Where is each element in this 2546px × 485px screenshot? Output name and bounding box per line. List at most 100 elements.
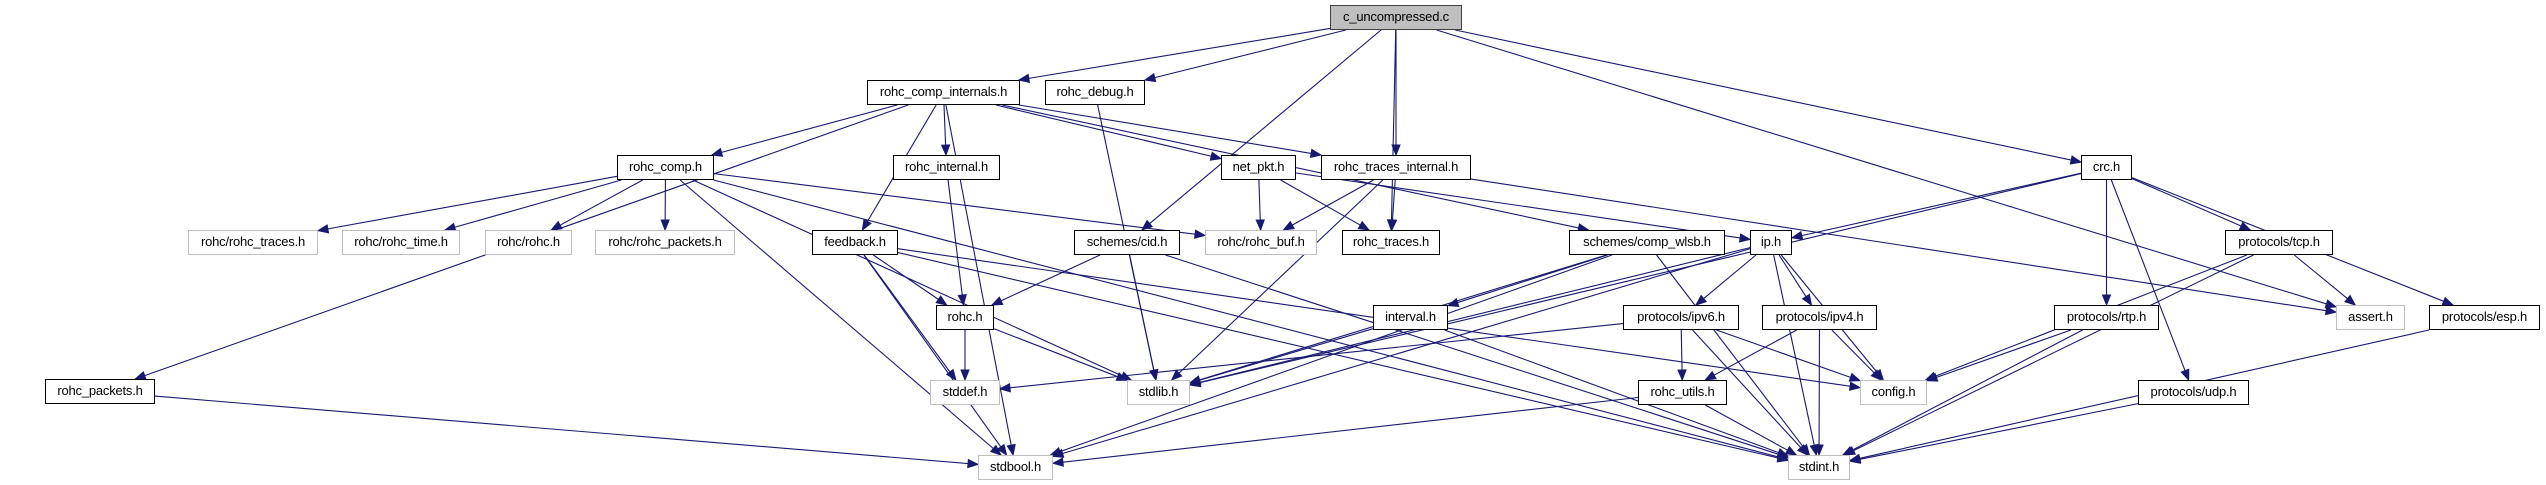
arrowhead-icon [1391,144,1401,157]
edge-rohc-comp-internals-to-rohc-comp [721,104,898,153]
arrowhead-icon [1282,220,1295,231]
arrowhead-icon [1814,444,1824,457]
node-rohc-comp[interactable]: rohc_comp.h [617,155,714,180]
node-schemes-cid[interactable]: schemes/cid.h [1074,230,1180,255]
edge-crc-to-ip [1801,172,2082,237]
edge-rohc-h-to-stdlib [993,328,1118,378]
edge-c-uncompressed-to-assert [1436,29,2327,305]
arrowhead-icon [935,295,948,306]
edge-net-pkt-to-rohc-rohc-buf [1258,179,1261,221]
arrowhead-icon [1255,219,1265,232]
node-schemes-comp-wlsb[interactable]: schemes/comp_wlsb.h [1569,230,1725,255]
edge-protocols-tcp-to-stdint [1853,254,2254,452]
arrowhead-icon [1006,443,1016,457]
arrowhead-icon [316,224,330,234]
edge-c-uncompressed-to-crc [1455,29,2072,161]
edge-schemes-cid-to-rohc-h [1000,254,1101,302]
node-feedback[interactable]: feedback.h [812,230,898,255]
arrowhead-icon [1776,448,1790,457]
arrowhead-icon [1051,457,1064,467]
node-config: config.h [1860,380,1927,405]
arrowhead-icon [1309,148,1323,159]
arrowhead-icon [2180,368,2190,382]
arrowhead-icon [1357,220,1371,231]
edge-rohc-utils-to-stdint [1704,404,1788,451]
arrowhead-icon [957,293,967,307]
arrowhead-icon [1848,453,1862,463]
arrowhead-icon [1051,448,1065,458]
arrowhead-icon [1841,445,1855,456]
node-rohc-rohc-traces: rohc/rohc_traces.h [188,230,318,255]
node-rohc-traces-internal[interactable]: rohc_traces_internal.h [1321,155,1471,180]
node-crc[interactable]: crc.h [2081,155,2132,180]
arrowhead-icon [2324,299,2338,309]
edge-feedback-to-rohc-h [873,254,939,300]
node-rohc-internal[interactable]: rohc_internal.h [893,155,1000,180]
edge-protocols-udp-to-stdint [1859,403,2139,460]
edge-protocols-rtp-to-config [1936,329,2072,378]
arrowhead-icon [1784,445,1798,456]
edge-protocols-tcp-to-assert [2293,254,2348,300]
arrowhead-icon [1677,369,1687,382]
arrowhead-icon [1188,377,1202,388]
edge-feedback-to-stdbool [863,254,1002,448]
node-protocols-udp[interactable]: protocols/udp.h [2138,380,2249,405]
edge-c-uncompressed-to-rohc-debug [1154,29,1346,79]
node-rohc-rohc: rohc/rohc.h [485,230,572,255]
node-rohc-rohc-buf: rohc/rohc_buf.h [1205,230,1317,255]
arrowhead-icon [2238,221,2252,231]
edge-feedback-to-stdint [897,252,1779,459]
arrowhead-icon [1848,372,1862,382]
node-protocols-tcp[interactable]: protocols/tcp.h [2225,230,2333,255]
node-protocols-ipv6[interactable]: protocols/ipv6.h [1623,305,1739,330]
arrowhead-icon [1694,294,1708,306]
arrowhead-icon [1143,72,1157,83]
node-rohc-utils[interactable]: rohc_utils.h [1638,380,1727,405]
edge-protocols-rtp-to-stdint [1851,329,2083,451]
edge-rohc-comp-internals-to-rohc-traces-internal [1018,104,1312,154]
node-net-pkt[interactable]: net_pkt.h [1221,155,1296,180]
edge-c-uncompressed-to-rohc-traces [1390,29,1397,221]
node-stdlib: stdlib.h [1127,380,1190,405]
edge-rohc-comp-to-stdint [713,179,1779,458]
node-protocols-ipv4[interactable]: protocols/ipv4.h [1762,305,1877,330]
edge-rohc-traces-internal-to-assert [1470,178,2327,312]
arrowhead-icon [1925,372,1939,382]
edge-net-pkt-to-ip [1295,172,1741,239]
node-protocols-rtp[interactable]: protocols/rtp.h [2054,305,2159,330]
edge-ip-to-stdint [1773,254,1815,446]
node-rohc-debug[interactable]: rohc_debug.h [1045,80,1145,105]
edge-rohc-comp-internals-to-stdbool [945,104,1012,446]
edge-crc-to-stdlib [1199,173,2082,384]
node-rohc-traces[interactable]: rohc_traces.h [1342,230,1440,255]
edge-rohc-packets-to-stdbool [154,395,969,465]
arrowhead-icon [1870,369,1883,381]
edge-ip-to-protocols-ipv6 [1703,254,1757,300]
edge-schemes-cid-to-stdlib [1129,254,1155,371]
edge-c-uncompressed-to-rohc-comp-internals [1028,27,1331,79]
edge-rohc-utils-to-stdbool [1062,396,1639,463]
node-rohc-comp-internals[interactable]: rohc_comp_internals.h [867,80,1020,105]
arrowhead-icon [1017,73,1031,83]
edge-rohc-comp-to-stdbool [679,179,994,449]
edge-schemes-cid-to-stdint [1165,254,1779,455]
arrowhead-icon [996,443,1008,457]
edge-rohc-comp-to-rohc-rohc-traces [327,175,618,230]
edge-protocols-ipv4-to-config [1831,329,1875,374]
node-rohc-h[interactable]: rohc.h [936,305,994,330]
node-protocols-esp[interactable]: protocols/esp.h [2429,305,2540,330]
edge-interval-to-stdint [1444,329,1779,454]
node-c-uncompressed[interactable]: c_uncompressed.c [1330,5,1462,30]
arrowhead-icon [1704,370,1717,381]
arrowhead-icon [2324,305,2338,316]
node-assert: assert.h [2336,305,2405,330]
arrowhead-icon [2344,294,2357,306]
node-ip[interactable]: ip.h [1750,230,1792,255]
edge-interval-to-stdlib [1199,328,1374,381]
arrowhead-icon [1149,368,1159,382]
edge-net-pkt-to-rohc-traces [1280,179,1361,226]
edge-ip-to-stdbool [1062,248,1751,455]
node-rohc-packets[interactable]: rohc_packets.h [45,379,155,404]
node-interval[interactable]: interval.h [1373,305,1448,330]
edge-protocols-ipv6-to-rohc-utils [1680,329,1683,371]
